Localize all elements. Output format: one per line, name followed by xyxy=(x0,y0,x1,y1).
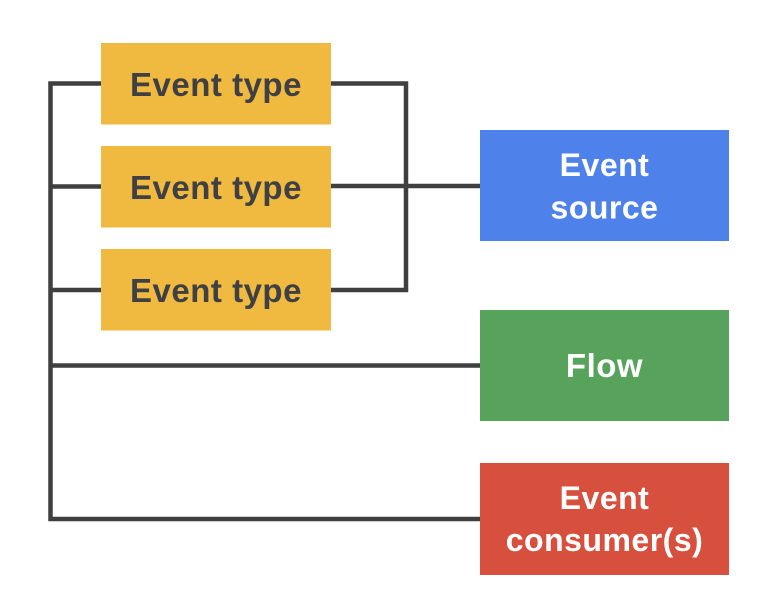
svg-text:Event type: Event type xyxy=(130,66,302,103)
svg-text:consumer(s): consumer(s) xyxy=(506,522,704,558)
svg-text:Event type: Event type xyxy=(130,169,302,206)
svg-text:Event type: Event type xyxy=(130,272,302,309)
svg-text:Event: Event xyxy=(560,147,650,183)
svg-text:source: source xyxy=(551,190,659,226)
svg-text:Flow: Flow xyxy=(566,347,643,384)
svg-text:Event: Event xyxy=(560,480,650,516)
